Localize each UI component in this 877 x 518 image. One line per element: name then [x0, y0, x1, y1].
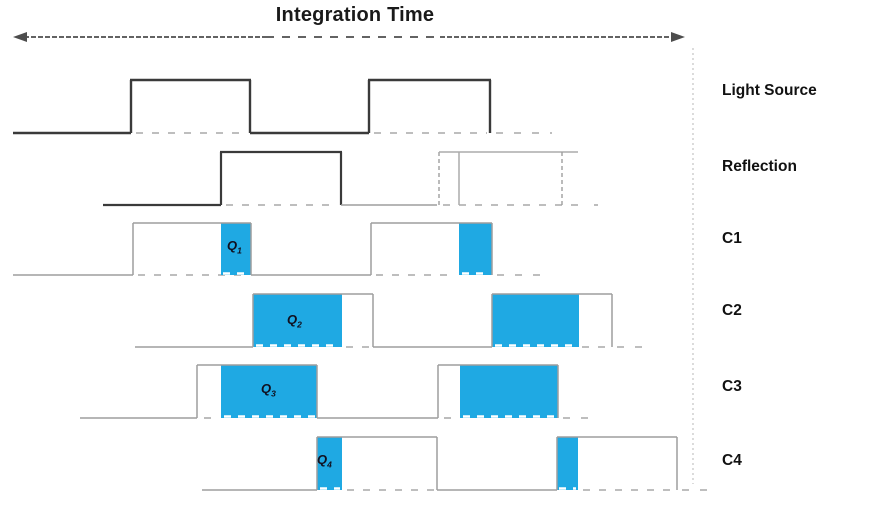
q2-symbol: Q	[287, 312, 298, 327]
row-label-c1: C1	[722, 230, 742, 247]
c1-waveform-segment-2	[221, 223, 251, 275]
q3-charge-label: Q3	[261, 381, 276, 399]
q3-symbol: Q	[261, 381, 272, 396]
q4-symbol: Q	[317, 452, 328, 467]
c2-waveform-segment-8	[492, 294, 579, 347]
q2-subscript: 2	[297, 319, 302, 330]
row-label-reflection: Reflection	[722, 158, 797, 175]
row-label-c3: C3	[722, 378, 742, 395]
c3-waveform-segment-9	[460, 365, 558, 418]
integration-arrowhead-left	[13, 32, 27, 42]
q1-charge-label: Q1	[227, 238, 242, 256]
row-label-c2: C2	[722, 302, 742, 319]
row-label-c4: C4	[722, 452, 742, 469]
q2-charge-label: Q2	[287, 312, 302, 330]
c4-waveform-segment-8	[557, 437, 578, 490]
q3-subscript: 3	[271, 388, 276, 399]
c4-waveform-segment-1	[317, 437, 342, 490]
c1-waveform-segment-9	[459, 223, 492, 275]
integration-time-title: Integration Time	[275, 4, 435, 26]
integration-arrowhead-right	[671, 32, 685, 42]
q1-symbol: Q	[227, 238, 238, 253]
c2-waveform-segment-1	[253, 294, 342, 347]
c3-waveform-segment-2	[221, 365, 317, 418]
q1-subscript: 1	[237, 245, 242, 256]
row-label-light-source: Light Source	[722, 82, 817, 99]
q4-charge-label: Q4	[317, 452, 332, 470]
q4-subscript: 4	[327, 459, 332, 470]
